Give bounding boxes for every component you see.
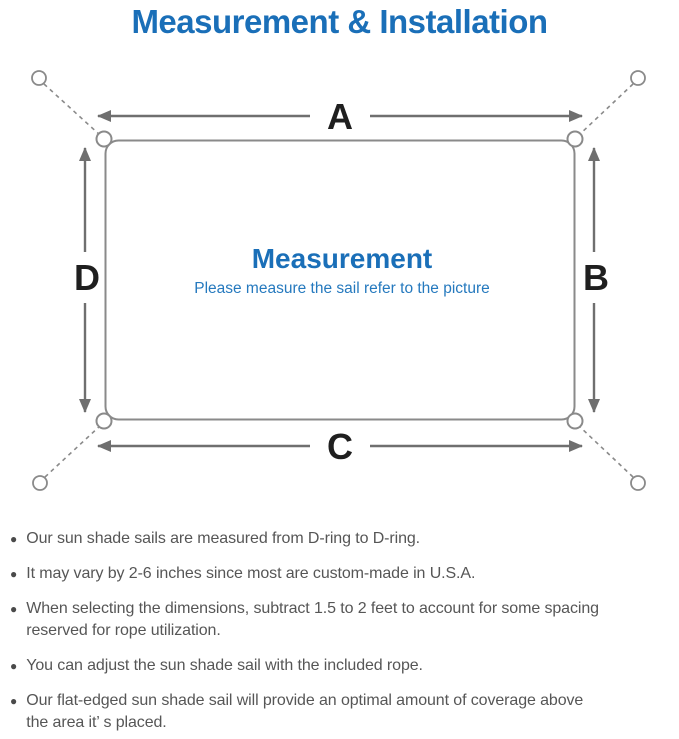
dim-label-d: D xyxy=(74,257,100,298)
anchor-point-bottom-left xyxy=(32,475,48,491)
list-item: ● When selecting the dimensions, subtract… xyxy=(10,598,670,642)
tie-rope-bottom-right xyxy=(577,424,634,478)
note-text: You can adjust the sun shade sail with t… xyxy=(26,657,423,674)
diagram-heading: Measurement xyxy=(252,243,433,274)
notes-list: ● Our sun shade sails are measured from D… xyxy=(10,528,670,734)
d-ring-top-right xyxy=(566,130,584,148)
anchor-point-top-left xyxy=(31,70,47,86)
d-ring-bottom-left xyxy=(95,412,113,430)
bullet-icon: ● xyxy=(10,602,18,616)
anchor-point-bottom-right xyxy=(630,475,646,491)
sail-outline xyxy=(104,139,576,421)
d-ring-bottom-right xyxy=(566,412,584,430)
tie-rope-top-right xyxy=(577,83,634,137)
list-item: ● Our sun shade sails are measured from D… xyxy=(10,528,670,550)
note-text: It may vary by 2-6 inches since most are… xyxy=(26,565,476,582)
note-text: Our flat-edged sun shade sail will provi… xyxy=(26,692,584,731)
bullet-icon: ● xyxy=(10,567,18,581)
dim-label-c: C xyxy=(327,426,353,467)
bullet-icon: ● xyxy=(10,694,18,708)
note-text: Our sun shade sails are measured from D-… xyxy=(26,530,421,547)
tie-rope-top-left xyxy=(43,83,102,137)
d-ring-top-left xyxy=(95,130,113,148)
anchor-point-top-right xyxy=(630,70,646,86)
bullet-icon: ● xyxy=(10,659,18,673)
dim-label-a: A xyxy=(327,96,353,137)
diagram-subheading: Please measure the sail refer to the pic… xyxy=(194,280,490,297)
list-item: ● You can adjust the sun shade sail with … xyxy=(10,655,670,677)
dim-label-b: B xyxy=(583,257,609,298)
bullet-icon: ● xyxy=(10,532,18,546)
tie-rope-bottom-left xyxy=(44,424,102,478)
list-item: ● It may vary by 2-6 inches since most ar… xyxy=(10,563,670,585)
note-text: When selecting the dimensions, subtract … xyxy=(26,600,599,639)
list-item: ● Our flat-edged sun shade sail will prov… xyxy=(10,690,670,734)
page-title: Measurement & Installation xyxy=(131,3,548,40)
measurement-diagram: A C D B Measurement Please measure the s… xyxy=(31,70,646,491)
